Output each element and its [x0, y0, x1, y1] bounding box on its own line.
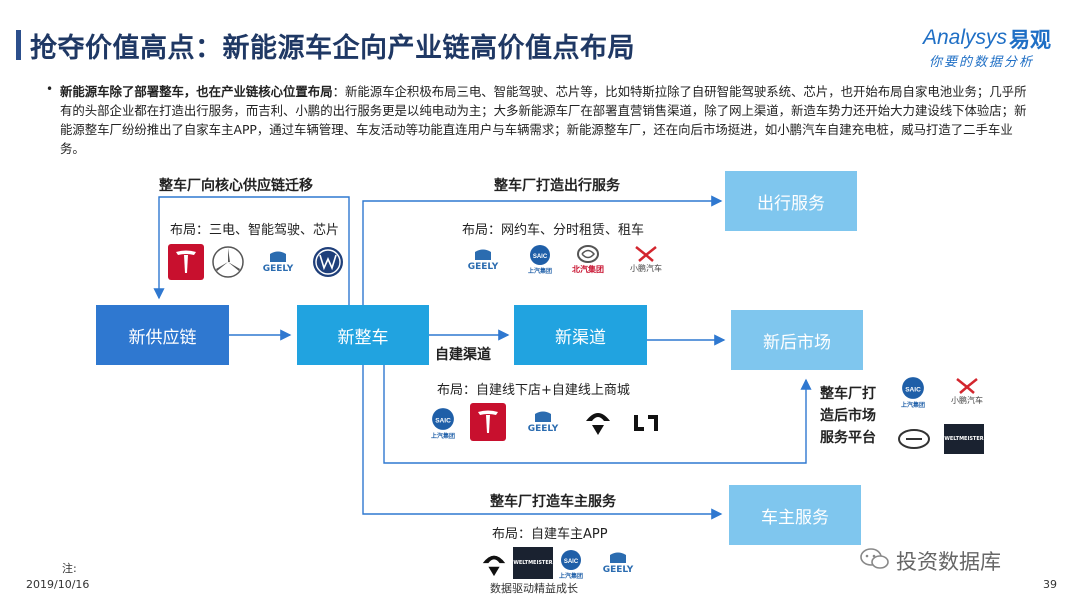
label-channel-layout: 布局：自建线下店+自建线上商城: [437, 383, 630, 398]
saic-logo-aftermarket: SAIC 上汽集团: [895, 373, 931, 411]
box-new-aftermarket-label: 新后市场: [763, 332, 831, 353]
box-new-aftermarket: 新后市场: [731, 310, 863, 370]
box-owner-service: 车主服务: [729, 485, 861, 545]
geely-logo-text: GEELY: [262, 264, 294, 274]
geely-logo-owner: GEELY: [590, 547, 646, 579]
box-new-supply-chain-label: 新供应链: [128, 327, 197, 348]
label-supply-layout: 布局：三电、智能驾驶、芯片: [170, 223, 340, 238]
brand-logo: Analysys 易观 你要的数据分析: [905, 24, 1065, 72]
intro-text: ：新能源车企积极布局三电、智能驾驶、芯片等，比如特斯拉除了自研智能驾驶系统、芯片…: [60, 84, 1027, 156]
footer-slogan: 数据驱动精益成长: [490, 582, 578, 595]
wechat-watermark: 投资数据库: [860, 546, 1001, 576]
xpeng-logo-aftermarket: 小鹏汽车: [942, 373, 992, 409]
weltmeister-logo-aftermarket-text: WELTMEISTER: [944, 436, 984, 442]
saic-logo-aftermarket-text: SAIC: [905, 386, 921, 393]
label-aftermarket-line-1: 整车厂打: [820, 386, 876, 402]
brand-slogan: 你要的数据分析: [929, 55, 1035, 70]
connector-supply-loop: [153, 196, 350, 305]
saic-logo-mobility: SAIC 上汽集团: [522, 241, 558, 277]
intro-paragraph: 新能源车除了部署整车，也在产业链核心位置布局：新能源车企积极布局三电、智能驾驶、…: [60, 82, 1028, 158]
weltmeister-logo-aftermarket: WELTMEISTER: [944, 424, 984, 454]
brand-name-cn: 易观: [1009, 28, 1051, 52]
saic-logo-owner: SAIC 上汽集团: [556, 545, 586, 583]
wechat-account-name: 投资数据库: [896, 550, 1001, 574]
box-new-vehicle-label: 新整车: [337, 327, 389, 348]
tesla-logo-channel: [470, 403, 506, 441]
saic-logo-owner-text: SAIC: [564, 559, 579, 565]
box-new-supply-chain: 新供应链: [96, 305, 229, 365]
saic-logo-owner-cn: 上汽集团: [558, 572, 583, 580]
label-aftermarket-title: 整车厂打 造后市场 服务平台: [820, 383, 876, 449]
nio-logo-owner: [477, 547, 511, 581]
label-owner-title: 整车厂打造车主服务: [490, 494, 616, 510]
connector-vehicle-owner: [362, 365, 723, 520]
label-aftermarket-line-3: 服务平台: [820, 430, 876, 446]
baic-logo: 北汽集团: [568, 241, 608, 277]
li-auto-logo: [627, 406, 665, 440]
bullet-dot: •: [46, 82, 54, 96]
footer-date: 2019/10/16: [26, 578, 90, 591]
weltmeister-logo-owner-text: WELTMEISTER: [513, 560, 553, 566]
brand-name-en: Analysys: [923, 26, 1008, 49]
label-channel-title: 自建渠道: [435, 347, 491, 363]
saic-logo-mobility-cn: 上汽集团: [527, 267, 552, 275]
geely-logo-mobility: GEELY: [455, 244, 511, 276]
box-owner-service-label: 车主服务: [761, 507, 829, 528]
geely-logo-channel: GEELY: [515, 405, 571, 439]
title-accent-bar: [16, 30, 21, 60]
label-supply-migrate: 整车厂向核心供应链迁移: [159, 178, 313, 194]
connector-vehicle-mobility: [362, 195, 723, 305]
saic-logo-mobility-text: SAIC: [533, 254, 548, 260]
box-new-vehicle: 新整车: [297, 305, 429, 365]
box-mobility-service-label: 出行服务: [757, 193, 825, 214]
label-owner-layout: 布局：自建车主APP: [492, 527, 608, 542]
connector-vehicle-aftermarket: [383, 365, 812, 464]
footer-page-number: 39: [1043, 578, 1057, 591]
baic-logo-text: 北汽集团: [572, 264, 604, 274]
geely-logo-owner-text: GEELY: [602, 565, 634, 575]
label-mobility-layout: 布局：网约车、分时租赁、租车: [462, 223, 645, 238]
intro-lead: 新能源车除了部署整车，也在产业链核心位置布局: [60, 84, 333, 99]
box-new-channel-label: 新渠道: [555, 327, 606, 348]
geely-logo-mobility-text: GEELY: [467, 262, 499, 272]
label-mobility-title: 整车厂打造出行服务: [494, 178, 620, 194]
saic-logo-channel: SAIC 上汽集团: [425, 403, 461, 443]
saic-logo-channel-cn: 上汽集团: [430, 432, 455, 440]
page-title: 抢夺价值高点：新能源车企向产业链高价值点布局: [30, 33, 635, 64]
volkswagen-logo: [310, 244, 346, 280]
wechat-icon: [860, 547, 890, 575]
box-mobility-service: 出行服务: [725, 171, 857, 231]
xpeng-logo-mobility-text: 小鹏汽车: [630, 263, 662, 273]
geely-logo-channel-text: GEELY: [527, 424, 559, 434]
geely-logo: GEELY: [252, 246, 304, 278]
saic-logo-channel-text: SAIC: [435, 417, 451, 424]
tesla-logo: [168, 244, 204, 280]
ev-brand-logo: [895, 422, 933, 456]
label-aftermarket-line-2: 造后市场: [820, 408, 876, 424]
saic-logo-aftermarket-cn: 上汽集团: [900, 401, 925, 409]
nio-logo-channel: [580, 403, 616, 441]
xpeng-logo-aftermarket-text: 小鹏汽车: [951, 395, 983, 405]
mercedes-logo: [210, 244, 246, 280]
footer-note: 注:: [62, 562, 77, 575]
box-new-channel: 新渠道: [514, 305, 647, 365]
xpeng-logo-mobility: 小鹏汽车: [620, 241, 672, 277]
weltmeister-logo-owner: WELTMEISTER: [513, 547, 553, 579]
